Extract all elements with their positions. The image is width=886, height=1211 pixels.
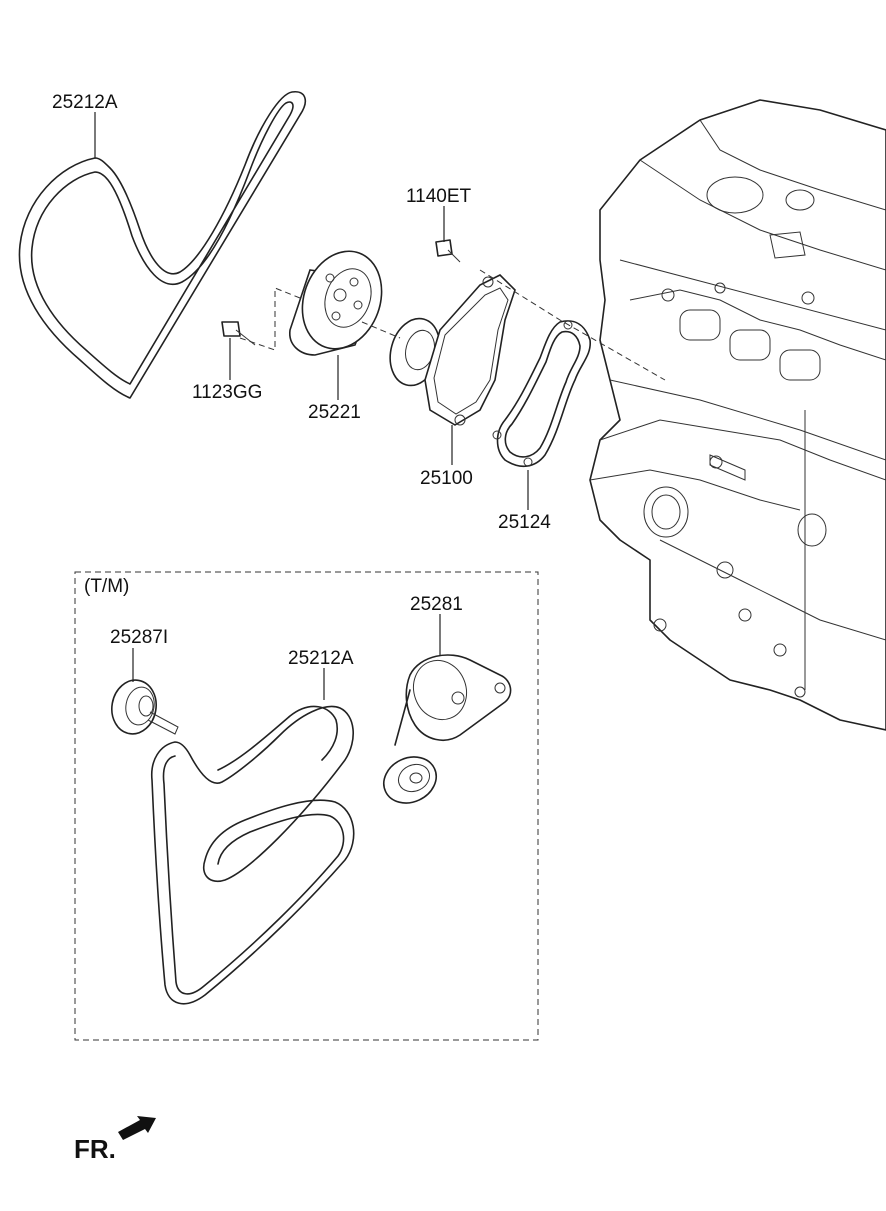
label-25124: 25124 [498,512,551,533]
gasket-25124 [492,320,591,468]
pulley-25221 [289,250,383,356]
label-25212a-top: 25212A [52,92,118,113]
label-25287i: 25287I [110,627,168,648]
label-25212a-tm: 25212A [288,648,354,669]
idler-pulley-25287i [111,648,179,735]
bolt-1123gg [221,287,301,351]
front-arrow-icon [118,1116,156,1140]
label-tm: (T/M) [84,576,129,597]
label-25281: 25281 [410,594,463,615]
label-front: FR. [74,1134,116,1164]
drive-belt-top [18,90,307,399]
bolt-1140et [435,239,461,263]
leader-lines-top [94,112,529,510]
label-25221: 25221 [308,402,361,423]
water-pump-25100 [361,269,666,426]
tensioner-25281 [383,614,512,804]
label-1140et: 1140ET [406,186,472,207]
engine-block [589,99,886,731]
tm-section-box [74,571,539,1041]
label-1123gg: 1123GG [192,382,262,403]
drive-belt-tm [150,668,355,1005]
label-25100: 25100 [420,468,473,489]
